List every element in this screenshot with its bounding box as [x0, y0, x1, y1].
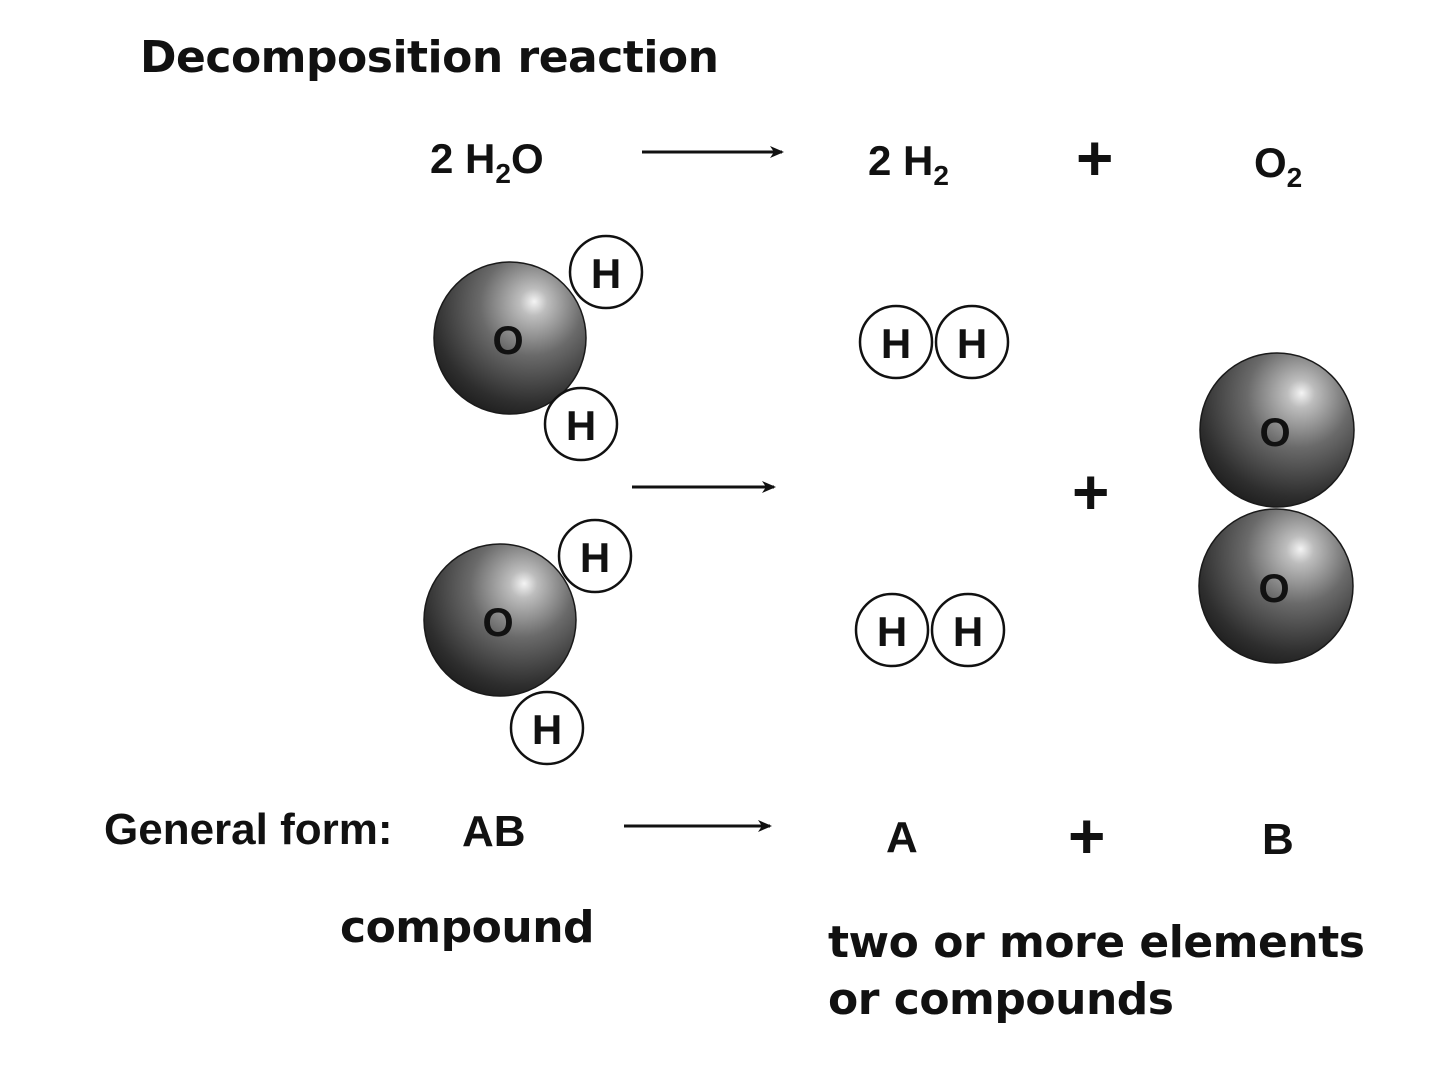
hydrogen-molecule-1: H H: [858, 304, 1010, 380]
general-form-plus: +: [1068, 800, 1106, 872]
product1-subscript: 2: [933, 160, 949, 191]
hydrogen-atom-label: H: [591, 250, 621, 297]
hydrogen-atom: [557, 518, 633, 594]
water-molecule-1: O H H: [433, 234, 644, 462]
hydrogen-atom: [934, 304, 1010, 380]
oxygen-atom-label: O: [492, 319, 523, 363]
product-hydrogen-formula: 2 H2: [868, 137, 949, 190]
product-oxygen-formula: O2: [1254, 139, 1302, 192]
hydrogen-atom: [568, 234, 644, 310]
oxygen-atom-label: O: [482, 601, 513, 645]
hydrogen-atom-label: H: [957, 320, 987, 367]
oxygen-atom-label: O: [1259, 411, 1290, 455]
hydrogen-atom: [930, 592, 1006, 668]
general-form-reactant: AB: [462, 807, 526, 856]
product2-element: O: [1254, 139, 1287, 186]
reactant-formula: 2 H2O: [430, 135, 544, 188]
oxygen-atom-label: O: [1258, 567, 1289, 611]
hydrogen-atom-label: H: [580, 534, 610, 581]
hydrogen-atom: [854, 592, 930, 668]
hydrogen-molecule-2: H H: [854, 592, 1006, 668]
hydrogen-atom-label: H: [532, 706, 562, 753]
hydrogen-atom-label: H: [566, 402, 596, 449]
hydrogen-atom-label: H: [877, 608, 907, 655]
oxygen-atom: [423, 543, 577, 697]
general-form-product-a: A: [886, 813, 918, 862]
reactant-subscript: 2: [495, 158, 511, 189]
general-form-label: General form:: [104, 805, 393, 854]
molecule-plus: +: [1072, 456, 1110, 528]
hydrogen-atom: [543, 386, 619, 462]
oxygen-atom: [1199, 352, 1355, 508]
reactant-element-o: O: [510, 135, 544, 182]
oxygen-molecule: O O: [1198, 352, 1355, 664]
reactant-coefficient: 2: [430, 135, 454, 182]
water-molecule-2: O H H: [423, 518, 633, 766]
product2-subscript: 2: [1286, 162, 1303, 193]
hydrogen-atom-label: H: [953, 608, 983, 655]
hydrogen-atom: [858, 304, 934, 380]
hydrogen-atom: [509, 690, 585, 766]
general-form-product-b: B: [1262, 815, 1294, 864]
equation-plus: +: [1076, 122, 1114, 194]
product1-element: H: [903, 137, 934, 184]
hydrogen-atom-label: H: [881, 320, 911, 367]
product1-coefficient: 2: [868, 137, 892, 184]
diagram-title: Decomposition reaction: [140, 32, 719, 83]
oxygen-atom: [433, 261, 587, 415]
reactant-description: compound: [340, 902, 595, 953]
oxygen-atom: [1198, 508, 1354, 664]
reactant-element-h: H: [465, 135, 496, 182]
products-description: two or more elements or compounds: [828, 917, 1365, 1026]
